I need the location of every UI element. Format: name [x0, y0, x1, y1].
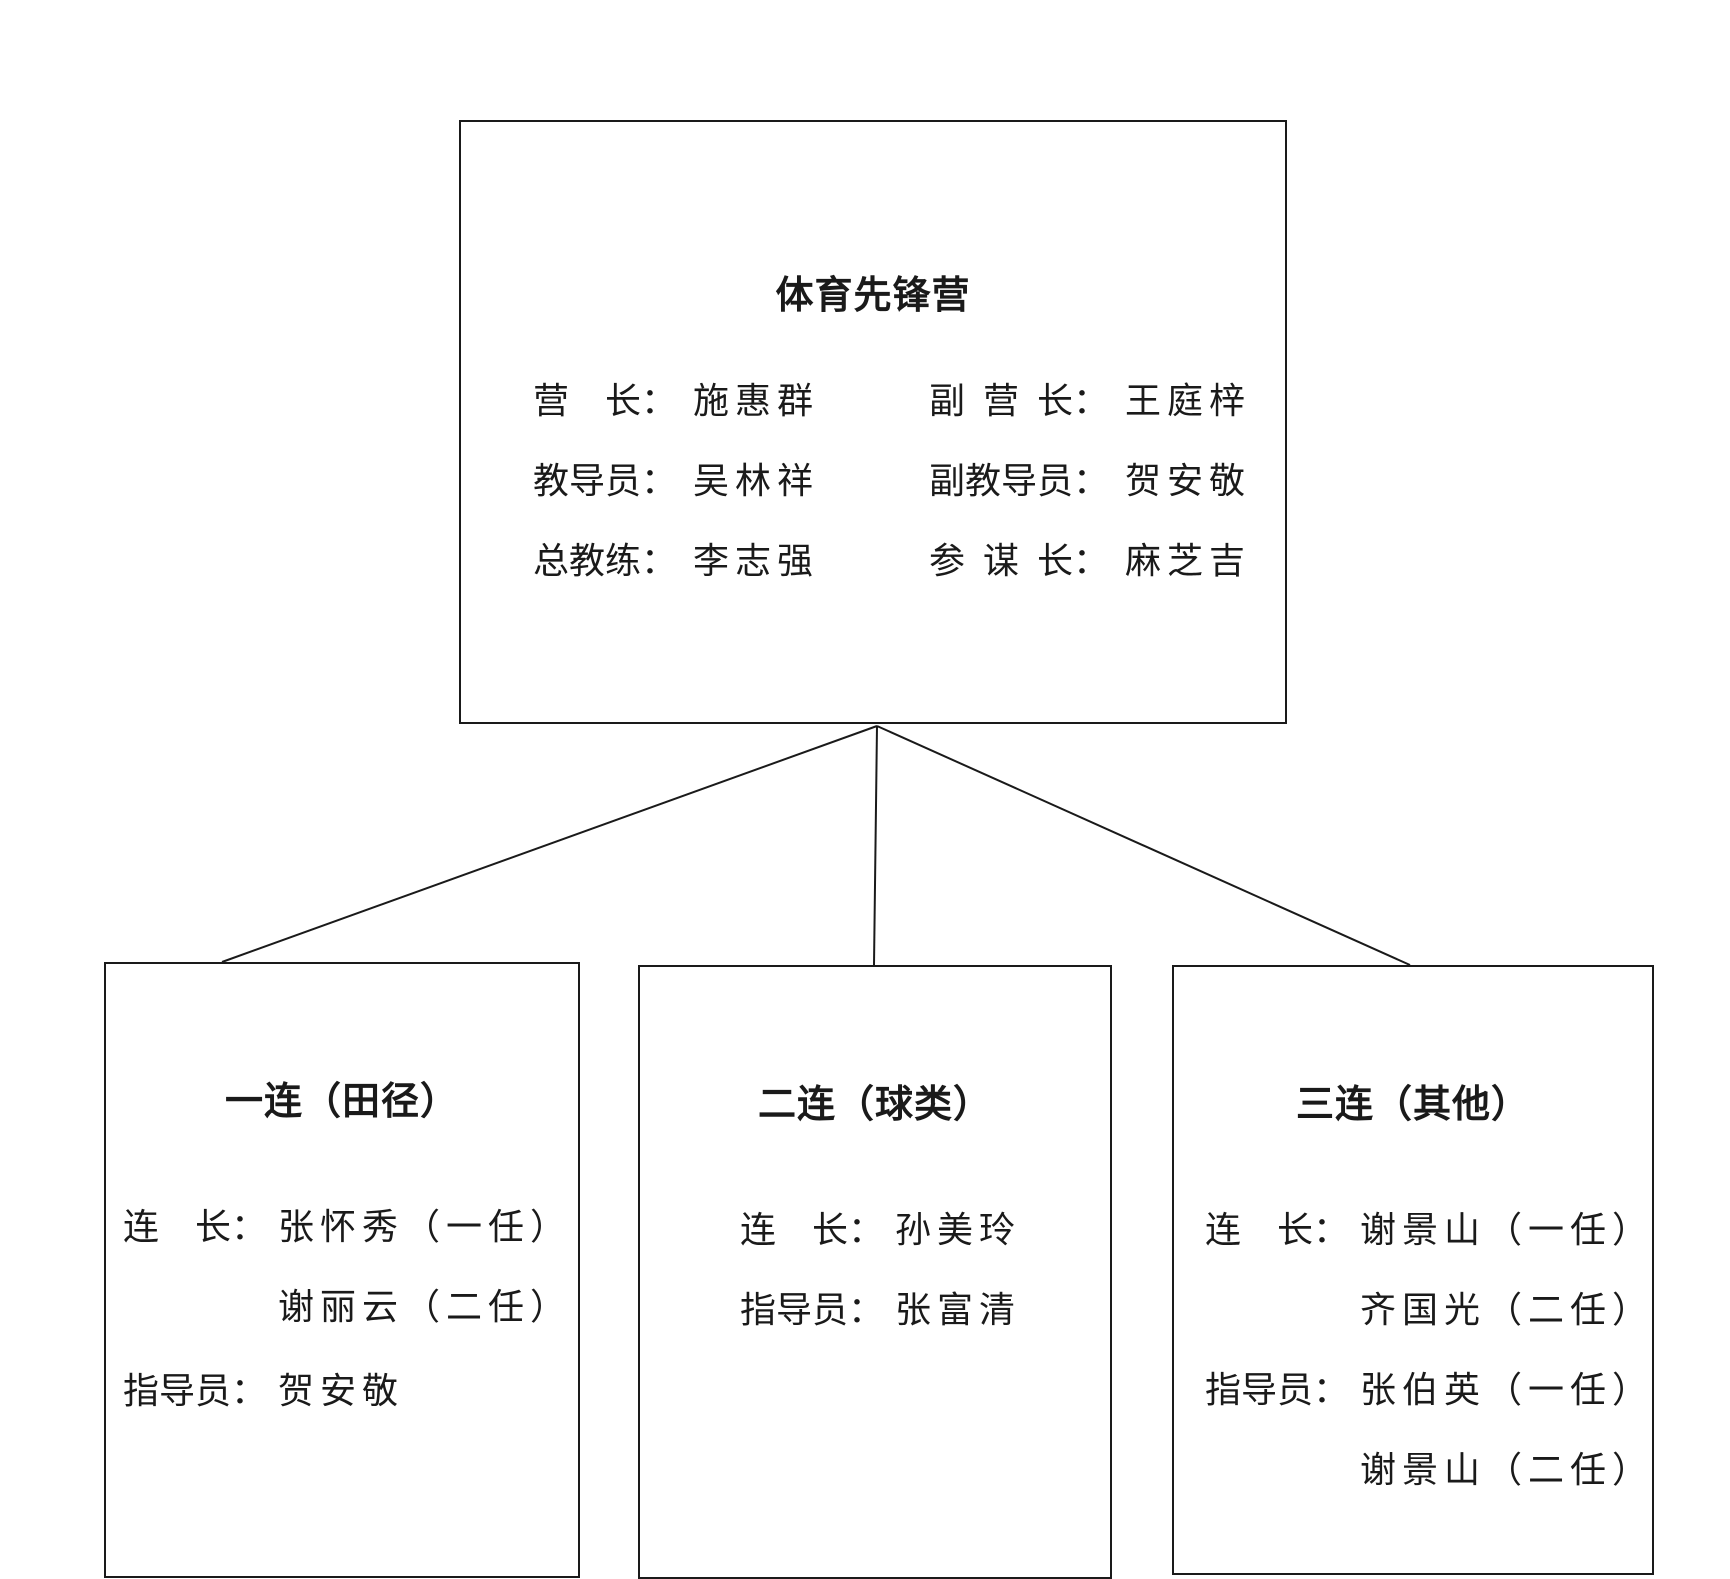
role-label: 营 长 [533, 381, 641, 422]
connector-to-company-3 [876, 725, 1411, 966]
role-value: 贺安敬 [278, 1371, 405, 1412]
role-value: 吴林祥 [693, 461, 820, 502]
company-1-title: 一连（田径） [224, 1079, 459, 1123]
company-2-node: 二连（球类） 连 长 ： 孙美玲 指导员 ： 张富清 [638, 965, 1112, 1579]
root-title: 体育先锋营 [775, 273, 971, 317]
colon: ： [231, 1207, 268, 1248]
role-label: 指导员 [123, 1371, 232, 1412]
colon: ： [641, 541, 678, 582]
role-label: 副营长 [929, 381, 1073, 422]
colon: ： [231, 1371, 268, 1412]
role-label: 指导员 [1205, 1370, 1314, 1411]
connector-to-company-2 [873, 725, 878, 966]
role-value: 张伯英（一任） [1360, 1370, 1655, 1411]
colon: ： [1313, 1210, 1350, 1251]
role-value: 张富清 [895, 1290, 1022, 1331]
role-label: 连 长 [123, 1207, 231, 1248]
role-label: 教导员 [533, 461, 642, 502]
role-value: 谢丽云（二任） [278, 1287, 573, 1328]
role-label: 副教导员 [929, 461, 1074, 502]
role-label: 连 长 [1205, 1210, 1313, 1251]
role-value: 麻芝吉 [1125, 541, 1252, 582]
company-2-title: 二连（球类） [757, 1082, 992, 1126]
role-label: 指导员 [740, 1290, 849, 1331]
colon: ： [848, 1290, 885, 1331]
role-label: 参谋长 [929, 541, 1073, 582]
root-node: 体育先锋营 营 长 ： 施惠群 教导员 ： 吴林祥 总教练 ： 李志强 副营长 … [459, 120, 1287, 724]
role-value: 谢景山（一任） [1360, 1210, 1655, 1251]
role-value: 王庭梓 [1125, 381, 1252, 422]
role-value: 孙美玲 [895, 1210, 1022, 1251]
colon: ： [848, 1210, 885, 1251]
company-3-node: 三连（其他） 连 长 ： 谢景山（一任） 齐国光（二任） 指导员 ： 张伯英（一… [1172, 965, 1654, 1575]
colon: ： [1073, 381, 1110, 422]
colon: ： [1313, 1370, 1350, 1411]
colon: ： [1073, 461, 1110, 502]
colon: ： [641, 381, 678, 422]
role-value: 贺安敬 [1125, 461, 1252, 502]
colon: ： [1073, 541, 1110, 582]
role-value: 施惠群 [693, 381, 820, 422]
role-value: 谢景山（二任） [1360, 1450, 1655, 1491]
role-value: 齐国光（二任） [1360, 1290, 1655, 1331]
company-3-title: 三连（其他） [1295, 1082, 1530, 1126]
colon: ： [641, 461, 678, 502]
role-value: 张怀秀（一任） [278, 1207, 573, 1248]
role-label: 连 长 [740, 1210, 848, 1251]
role-value: 李志强 [693, 541, 820, 582]
role-label: 总教练 [533, 541, 642, 582]
company-1-node: 一连（田径） 连 长 ： 张怀秀（一任） 谢丽云（二任） 指导员 ： 贺安敬 [104, 962, 580, 1578]
connector-to-company-1 [221, 725, 878, 963]
